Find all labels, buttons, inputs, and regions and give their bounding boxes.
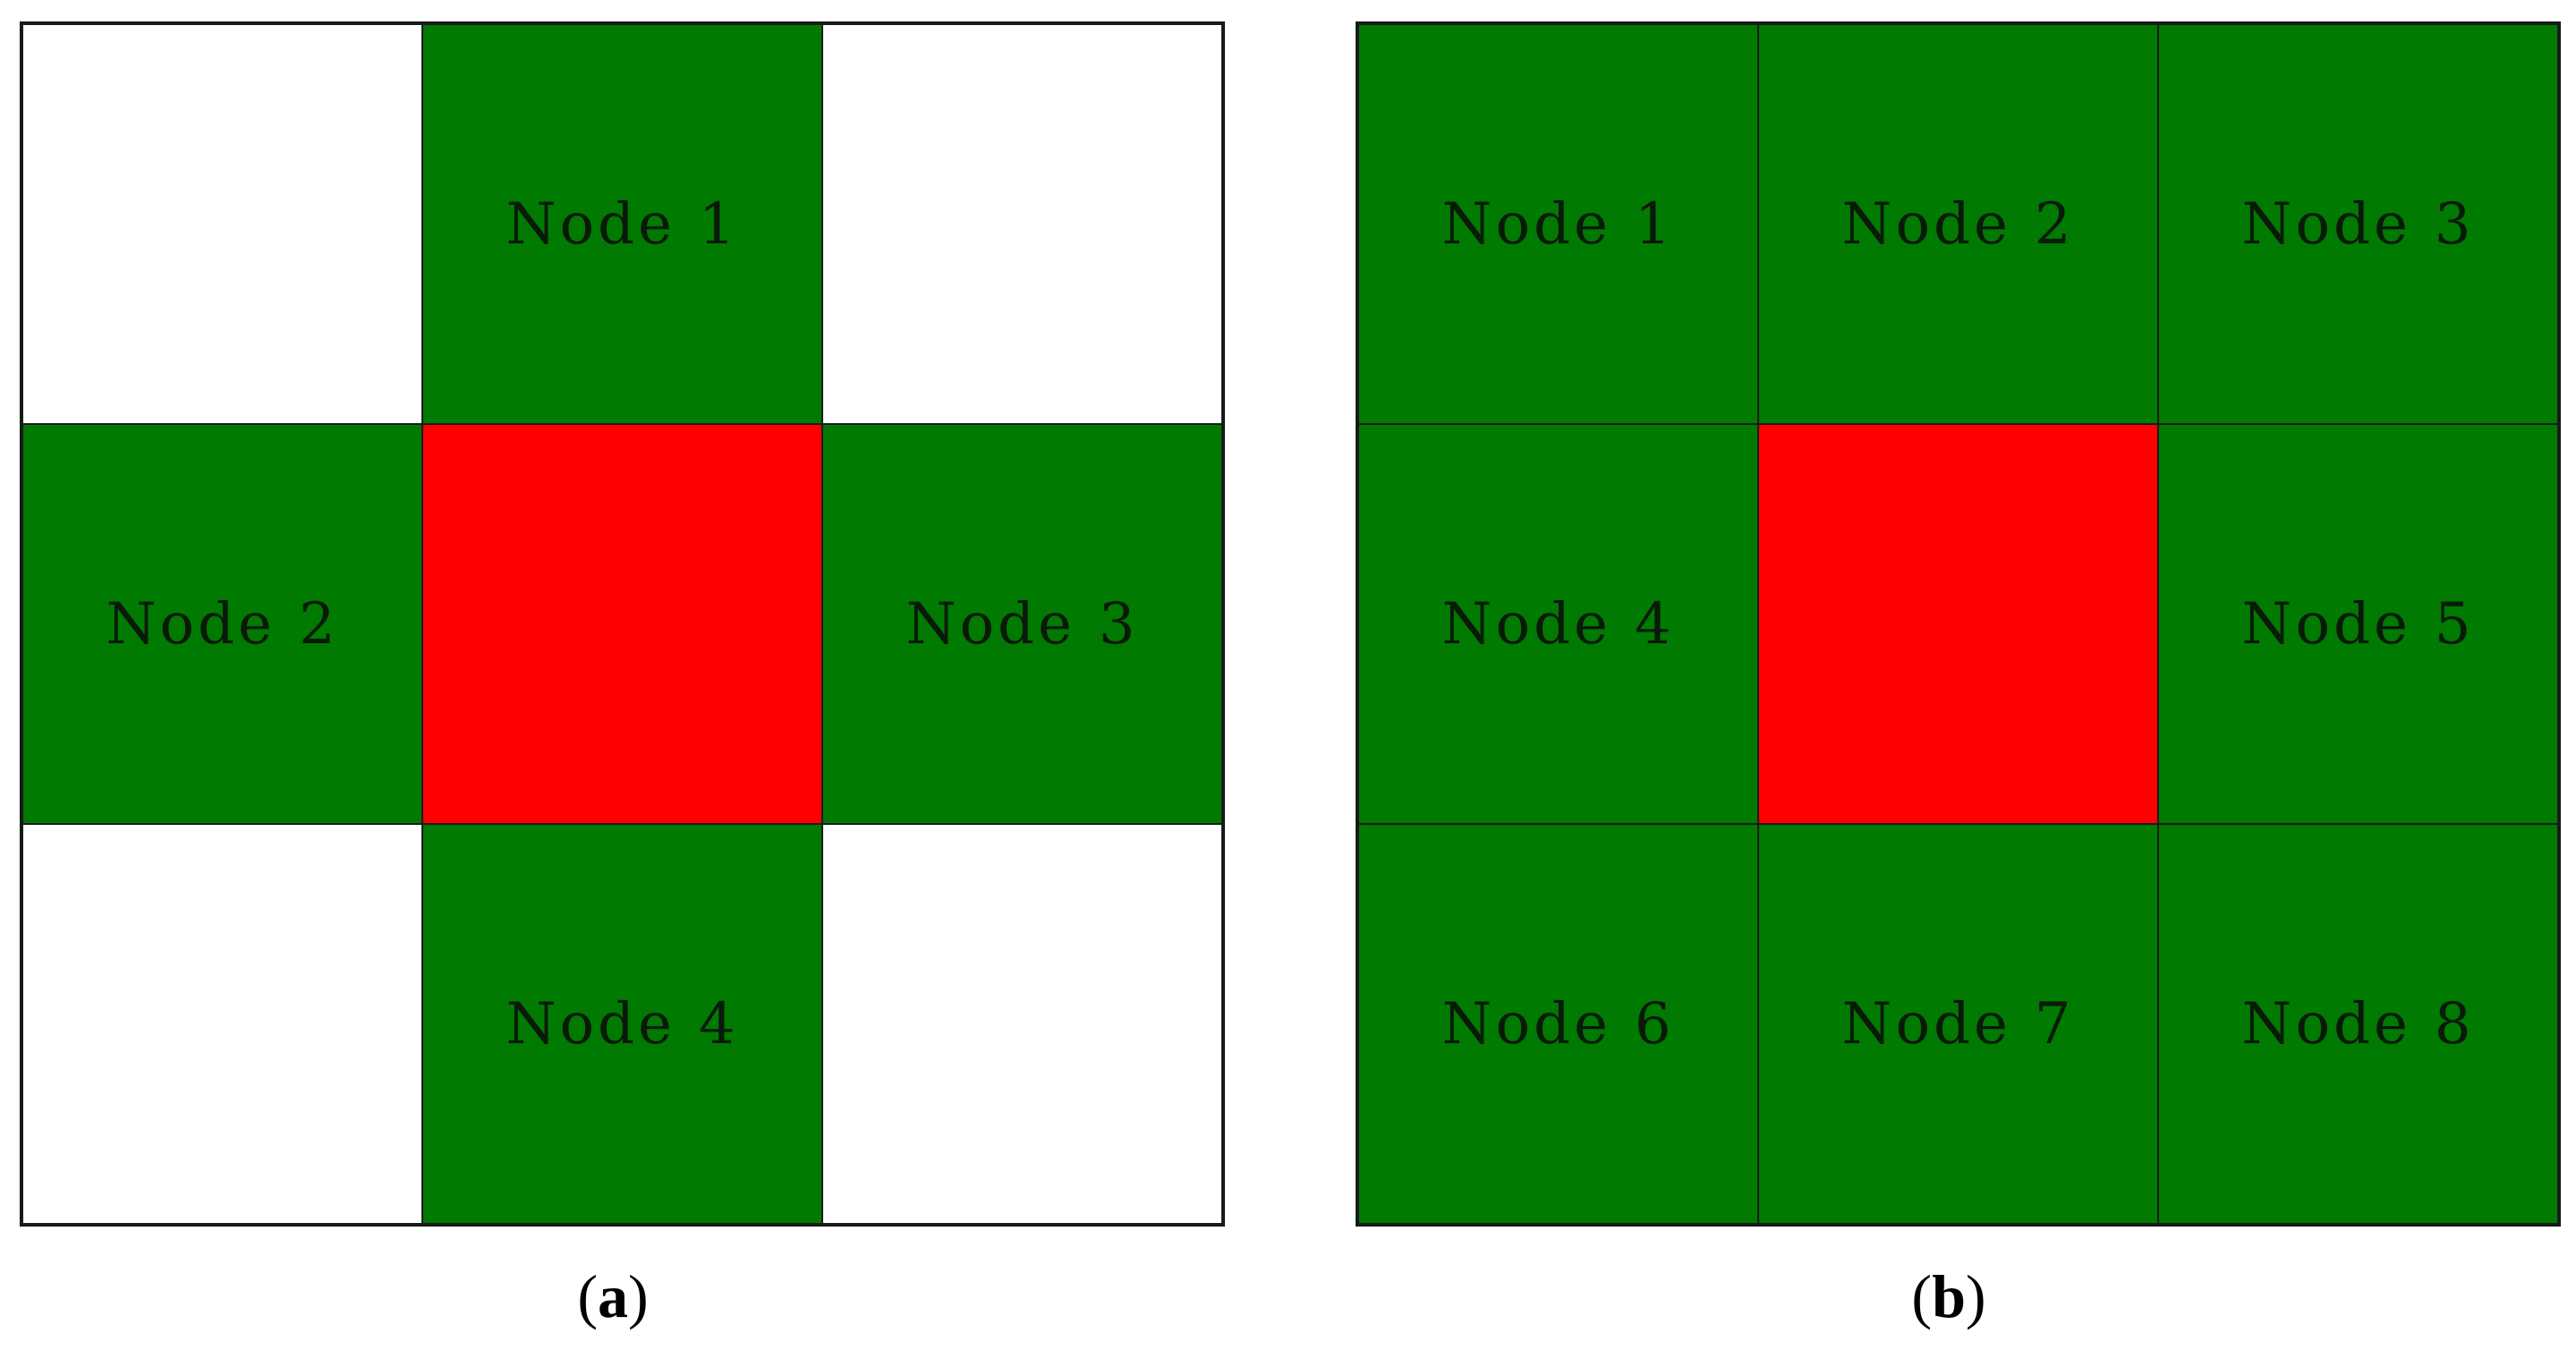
node-cell: Node 4 [1358, 424, 1758, 824]
node-label-word: Node [506, 990, 676, 1057]
node-label-number: 3 [1098, 590, 1139, 658]
node-label-word: Node [905, 590, 1075, 658]
node-cell: Node 5 [2158, 424, 2558, 824]
node-cell: Node 3 [822, 424, 1222, 824]
empty-cell [22, 24, 422, 424]
node-label-number: 6 [1634, 990, 1675, 1057]
node-label-number: 3 [2434, 191, 2475, 258]
node-label-word: Node [1841, 990, 2011, 1057]
node-label-word: Node [1841, 191, 2011, 258]
node-label-word: Node [1441, 590, 1611, 658]
node-label-number: 5 [2434, 590, 2475, 658]
empty-cell [822, 824, 1222, 1224]
caption-a: (a) [577, 1262, 649, 1330]
node-label-word: Node [1441, 990, 1611, 1057]
node-cell: Node 8 [2158, 824, 2558, 1224]
node-cell: Node 2 [22, 424, 422, 824]
node-label-number: 2 [2034, 191, 2075, 258]
node-label-word: Node [1441, 191, 1611, 258]
node-cell: Node 1 [1358, 24, 1758, 424]
center-cell [422, 424, 822, 824]
node-label-word: Node [106, 590, 276, 658]
node-label-number: 4 [1634, 590, 1675, 658]
node-label-number: 4 [698, 990, 739, 1057]
node-label-number: 8 [2434, 990, 2475, 1057]
node-label-word: Node [506, 191, 676, 258]
empty-cell [22, 824, 422, 1224]
node-cell: Node 6 [1358, 824, 1758, 1224]
node-cell: Node 7 [1758, 824, 2158, 1224]
node-cell: Node 3 [2158, 24, 2558, 424]
node-label-number: 7 [2034, 990, 2075, 1057]
node-label-number: 1 [1634, 191, 1675, 258]
node-cell: Node 1 [422, 24, 822, 424]
node-label-number: 2 [298, 590, 339, 658]
node-label-number: 1 [698, 191, 739, 258]
node-label-word: Node [2241, 590, 2411, 658]
node-cell: Node 2 [1758, 24, 2158, 424]
caption-b: (b) [1911, 1262, 1986, 1330]
node-label-word: Node [2241, 990, 2411, 1057]
center-cell [1758, 424, 2158, 824]
node-cell: Node 4 [422, 824, 822, 1224]
node-label-word: Node [2241, 191, 2411, 258]
empty-cell [822, 24, 1222, 424]
